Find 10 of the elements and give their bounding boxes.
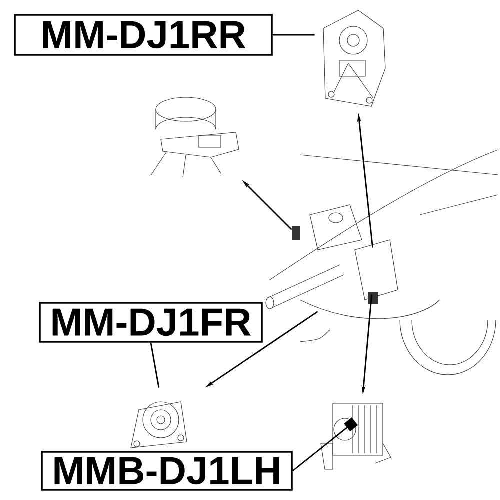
leader-line (150, 342, 160, 388)
engine-bay-drawing (266, 150, 498, 376)
mount-drawing (130, 402, 188, 448)
part-number-box: MMB-DJ1LH (41, 451, 293, 491)
leader-line (272, 34, 315, 36)
mount-drawing (323, 10, 386, 107)
part-number-box: MM-DJ1FR (39, 302, 263, 343)
mount-drawing (150, 97, 240, 178)
part-number-box: MM-DJ1RR (14, 14, 273, 56)
mount-drawing (320, 403, 392, 470)
